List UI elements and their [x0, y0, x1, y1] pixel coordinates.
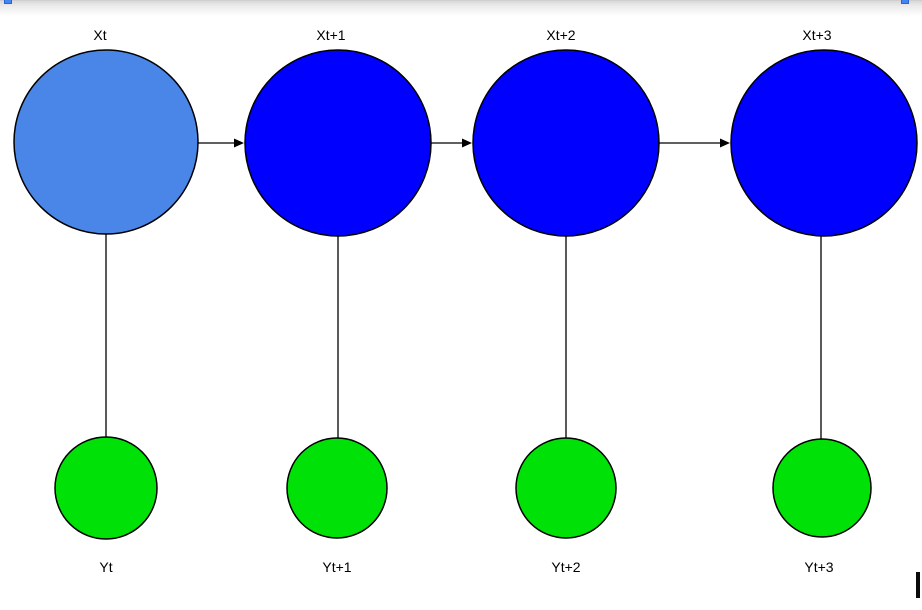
hidden-state-node-label-Xt+3: Xt+3: [802, 27, 831, 43]
observed-state-node-label-Yt+2: Yt+2: [551, 559, 580, 575]
arrowhead-icon-0: [234, 138, 244, 148]
hidden-state-node-Xt+2: [472, 49, 660, 237]
arrowhead-icon-2: [720, 138, 730, 148]
observed-state-node-label-Yt+3: Yt+3: [804, 559, 833, 575]
hidden-state-node-label-Xt+2: Xt+2: [546, 27, 575, 43]
selection-handle-right[interactable]: [901, 0, 909, 4]
observed-state-node-Yt: [54, 436, 158, 540]
hidden-state-node-Xt+3: [730, 49, 918, 237]
hidden-state-node-Xt+1: [244, 49, 432, 237]
observed-state-node-Yt+2: [515, 437, 617, 539]
hidden-state-node-Xt: [13, 49, 199, 235]
hidden-state-node-label-Xt: Xt: [93, 27, 106, 43]
text-caret: [916, 572, 920, 598]
observed-state-node-label-Yt+1: Yt+1: [322, 559, 351, 575]
hidden-state-node-label-Xt+1: Xt+1: [316, 27, 345, 43]
observed-state-node-label-Yt: Yt: [99, 559, 112, 575]
selection-handle-left[interactable]: [4, 0, 12, 4]
arrowhead-icon-1: [462, 138, 472, 148]
observed-state-node-Yt+3: [772, 438, 872, 538]
observed-state-node-Yt+1: [286, 437, 388, 539]
